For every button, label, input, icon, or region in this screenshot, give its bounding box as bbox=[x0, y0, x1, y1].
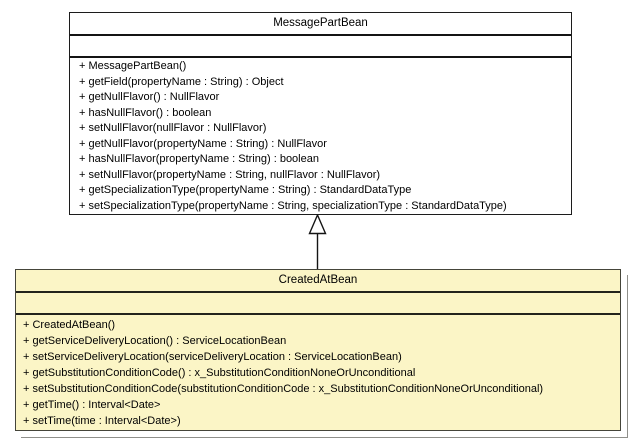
attributes-compartment-createdatbean bbox=[16, 291, 620, 313]
method-line: + getField(propertyName : String) : Obje… bbox=[79, 75, 284, 88]
method-line: + setServiceDeliveryLocation(serviceDeli… bbox=[23, 351, 402, 363]
method-line: + hasNullFlavor(propertyName : String) :… bbox=[79, 153, 319, 165]
method-line: + CreatedAtBean() bbox=[23, 319, 116, 331]
method-line: + MessagePartBean() bbox=[79, 60, 187, 72]
method-line: + getServiceDeliveryLocation() : Service… bbox=[23, 335, 287, 347]
class-title-createdatbean[interactable]: CreatedAtBean bbox=[278, 274, 358, 286]
method-line: + getNullFlavor() : NullFlavor bbox=[79, 91, 220, 103]
method-line: + setNullFlavor(nullFlavor : NullFlavor) bbox=[79, 122, 267, 134]
method-line: + setTime(time : Interval<Date>) bbox=[23, 415, 181, 427]
method-line: + getNullFlavor(propertyName : String) :… bbox=[79, 137, 327, 150]
methods-compartment-messagepartbean: + MessagePartBean() + getField(propertyN… bbox=[70, 56, 571, 214]
method-line: + getSubstitutionConditionCode() : x_Sub… bbox=[23, 367, 416, 379]
method-line: + hasNullFlavor() : boolean bbox=[79, 106, 212, 119]
attributes-compartment-messagepartbean bbox=[70, 34, 571, 56]
class-title-messagepartbean[interactable]: MessagePartBean bbox=[273, 17, 368, 29]
generalization-arrow-icon bbox=[308, 214, 327, 270]
method-line: + getTime() : Interval<Date> bbox=[23, 399, 161, 411]
method-line: + setNullFlavor(propertyName : String, n… bbox=[79, 168, 381, 181]
method-line: + setSpecializationType(propertyName : S… bbox=[79, 199, 507, 212]
method-line: + getSpecializationType(propertyName : S… bbox=[79, 184, 412, 196]
method-line: + setSubstitutionConditionCode(substitut… bbox=[23, 383, 544, 395]
class-box-messagepartbean: MessagePartBean + MessagePartBean() + ge… bbox=[69, 12, 572, 215]
class-box-createdatbean: CreatedAtBean + CreatedAtBean() + getSer… bbox=[15, 269, 628, 438]
methods-compartment-createdatbean: + CreatedAtBean() + getServiceDeliveryLo… bbox=[16, 313, 620, 429]
